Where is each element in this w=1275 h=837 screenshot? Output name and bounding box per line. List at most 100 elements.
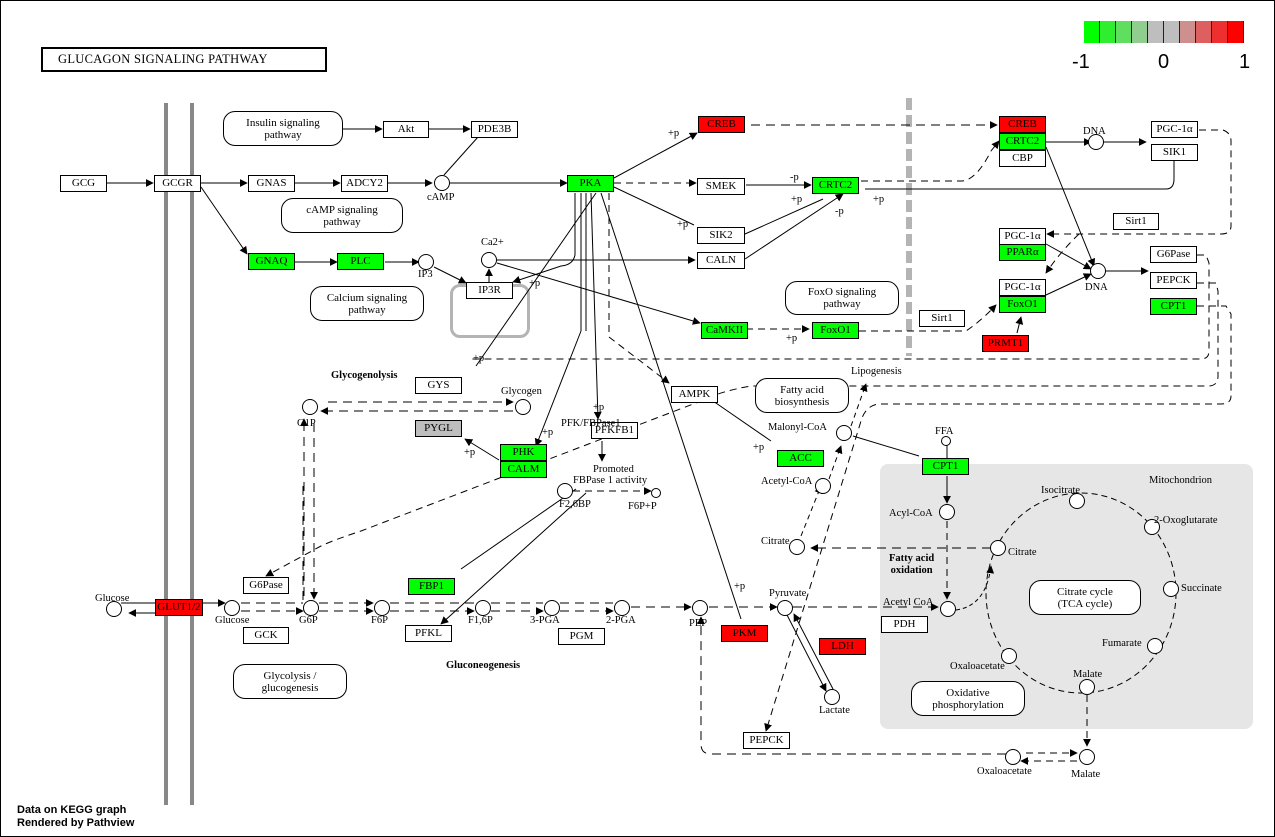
legend-swatch bbox=[1228, 21, 1244, 43]
fatty-acid-biosynthesis-link[interactable]: Fatty acid biosynthesis bbox=[755, 378, 849, 413]
gene-node-smek[interactable]: SMEK bbox=[697, 178, 745, 195]
gene-node-pkm[interactable]: PKM bbox=[721, 625, 768, 642]
gene-node-cpt1b[interactable]: CPT1 bbox=[922, 458, 969, 475]
gene-node-camkii[interactable]: CaMKII bbox=[701, 322, 748, 339]
legend-swatch bbox=[1116, 21, 1132, 43]
compound-succinate[interactable] bbox=[1163, 581, 1179, 597]
compound-f6p[interactable] bbox=[374, 600, 390, 616]
gene-node-gys[interactable]: GYS bbox=[415, 377, 462, 394]
compound-g1p[interactable] bbox=[302, 399, 318, 415]
compound-glucose2[interactable] bbox=[224, 600, 240, 616]
compound-oxaloacetate1[interactable] bbox=[1001, 648, 1017, 664]
gene-node-pgc1a3[interactable]: PGC-1α bbox=[999, 279, 1046, 296]
gene-node-crtc2a[interactable]: CRTC2 bbox=[812, 177, 859, 194]
gene-node-pepck2[interactable]: PEPCK bbox=[743, 732, 790, 749]
gene-node-foxo1b[interactable]: FoxO1 bbox=[999, 296, 1046, 313]
oxphos-pathway-link[interactable]: Oxidative phosphorylation bbox=[911, 681, 1025, 716]
gene-node-pdh[interactable]: PDH bbox=[881, 616, 928, 633]
gene-node-ldh[interactable]: LDH bbox=[819, 638, 866, 655]
compound-ip3[interactable] bbox=[418, 254, 434, 270]
compound-glucose1[interactable] bbox=[106, 601, 122, 617]
gene-node-plc[interactable]: PLC bbox=[337, 253, 384, 270]
compound-ca[interactable] bbox=[481, 252, 497, 268]
compound-f26bp[interactable] bbox=[557, 483, 573, 499]
compound-f6pp[interactable] bbox=[651, 488, 661, 498]
gene-node-sik1[interactable]: SIK1 bbox=[1151, 144, 1198, 161]
compound-citrate1[interactable] bbox=[789, 539, 805, 555]
glycolysis-pathway-link[interactable]: Glycolysis / glucogenesis bbox=[233, 664, 347, 699]
insulin-pathway-link[interactable]: Insulin signaling pathway bbox=[223, 111, 343, 146]
gene-node-adcy2[interactable]: ADCY2 bbox=[341, 175, 388, 192]
gene-node-gcgr[interactable]: GCGR bbox=[154, 175, 201, 192]
gene-node-ip3r[interactable]: IP3R bbox=[466, 282, 513, 299]
nucleus-boundary bbox=[906, 98, 912, 356]
compound-oxaloacetate2[interactable] bbox=[1005, 749, 1021, 765]
compound-pep[interactable] bbox=[692, 600, 708, 616]
gene-node-creb1[interactable]: CREB bbox=[698, 116, 745, 133]
compound-dna1[interactable] bbox=[1088, 134, 1104, 150]
compound-malonylcoa[interactable] bbox=[836, 425, 852, 441]
phosphorylation-label: +p bbox=[734, 581, 746, 592]
gene-node-akt[interactable]: Akt bbox=[383, 121, 429, 138]
compound-citrate2[interactable] bbox=[990, 540, 1006, 556]
dephosphorylation-label: -p bbox=[790, 172, 799, 183]
gene-node-calm[interactable]: CALM bbox=[500, 461, 547, 478]
gene-node-phk[interactable]: PHK bbox=[500, 444, 547, 461]
gene-node-sik2[interactable]: SIK2 bbox=[697, 227, 745, 244]
gene-node-gnaq[interactable]: GNAQ bbox=[248, 253, 295, 270]
gene-node-creb2[interactable]: CREB bbox=[999, 116, 1046, 133]
gene-node-cbp[interactable]: CBP bbox=[999, 150, 1046, 167]
gene-node-pygl[interactable]: PYGL bbox=[415, 420, 462, 437]
compound-camp[interactable] bbox=[434, 175, 450, 191]
compound-lactate[interactable] bbox=[824, 689, 840, 705]
gene-node-pka[interactable]: PKA bbox=[567, 175, 614, 192]
gene-node-pde3b[interactable]: PDE3B bbox=[471, 121, 518, 138]
gene-node-fbp1[interactable]: FBP1 bbox=[408, 578, 455, 595]
gene-node-g6pase2[interactable]: G6Pase bbox=[243, 577, 289, 594]
gene-node-acc[interactable]: ACC bbox=[777, 450, 824, 467]
gene-node-ampk[interactable]: AMPK bbox=[671, 386, 718, 403]
camp-pathway-link[interactable]: cAMP signaling pathway bbox=[281, 198, 403, 233]
compound-fumarate[interactable] bbox=[1147, 638, 1163, 654]
gene-node-sirt1b[interactable]: Sirt1 bbox=[919, 310, 965, 327]
phosphorylation-label: +p bbox=[753, 442, 765, 453]
compound-pga2[interactable] bbox=[614, 600, 630, 616]
gene-node-prmt1[interactable]: PRMT1 bbox=[982, 335, 1029, 352]
gene-node-gnas[interactable]: GNAS bbox=[248, 175, 295, 192]
calcium-pathway-link[interactable]: Calcium signaling pathway bbox=[310, 286, 424, 321]
gene-node-pfkfb1[interactable]: PFKFB1 bbox=[591, 422, 638, 439]
compound-malate1[interactable] bbox=[1079, 679, 1095, 695]
compound-pyruvate[interactable] bbox=[777, 600, 793, 616]
gene-node-caln[interactable]: CALN bbox=[697, 252, 745, 269]
gene-node-sirt1a[interactable]: Sirt1 bbox=[1113, 213, 1159, 230]
compound-malate2[interactable] bbox=[1079, 749, 1095, 765]
gene-node-cpt1a[interactable]: CPT1 bbox=[1150, 298, 1197, 315]
gene-node-pgm[interactable]: PGM bbox=[558, 628, 605, 645]
gene-node-glut12[interactable]: GLUT1/2 bbox=[155, 599, 203, 616]
compound-g6p[interactable] bbox=[303, 600, 319, 616]
gene-node-pgc1a1[interactable]: PGC-1α bbox=[1151, 121, 1198, 138]
gene-node-ppara[interactable]: PPARα bbox=[999, 244, 1046, 261]
gene-node-crtc2b[interactable]: CRTC2 bbox=[999, 133, 1046, 150]
compound-label-acylcoa: Acyl-CoA bbox=[889, 508, 933, 519]
tca-cycle-link[interactable]: Citrate cycle (TCA cycle) bbox=[1029, 580, 1141, 615]
compound-f16p[interactable] bbox=[475, 600, 491, 616]
gene-node-g6pase1[interactable]: G6Pase bbox=[1150, 246, 1197, 263]
gene-node-pfkl[interactable]: PFKL bbox=[405, 625, 452, 642]
compound-acetylcoa2[interactable] bbox=[940, 601, 956, 617]
gene-node-pgc1a2[interactable]: PGC-1α bbox=[999, 228, 1046, 245]
compound-ffa[interactable] bbox=[941, 436, 951, 446]
gene-node-foxo1a[interactable]: FoxO1 bbox=[812, 322, 859, 339]
compound-pga3[interactable] bbox=[544, 600, 560, 616]
compound-acetylcoa1[interactable] bbox=[815, 478, 831, 494]
compound-acylcoa[interactable] bbox=[939, 504, 955, 520]
compound-label-citrate2: Citrate bbox=[1008, 547, 1037, 558]
foxo-pathway-link[interactable]: FoxO signaling pathway bbox=[785, 281, 899, 315]
gene-node-gck[interactable]: GCK bbox=[243, 627, 289, 644]
gene-node-gcg[interactable]: GCG bbox=[60, 175, 107, 192]
compound-glycogen[interactable] bbox=[515, 399, 531, 415]
gene-node-pepck1[interactable]: PEPCK bbox=[1150, 272, 1197, 289]
compound-oxoglutarate[interactable] bbox=[1144, 519, 1160, 535]
compound-isocitrate[interactable] bbox=[1069, 493, 1085, 509]
compound-dna2[interactable] bbox=[1090, 263, 1106, 279]
